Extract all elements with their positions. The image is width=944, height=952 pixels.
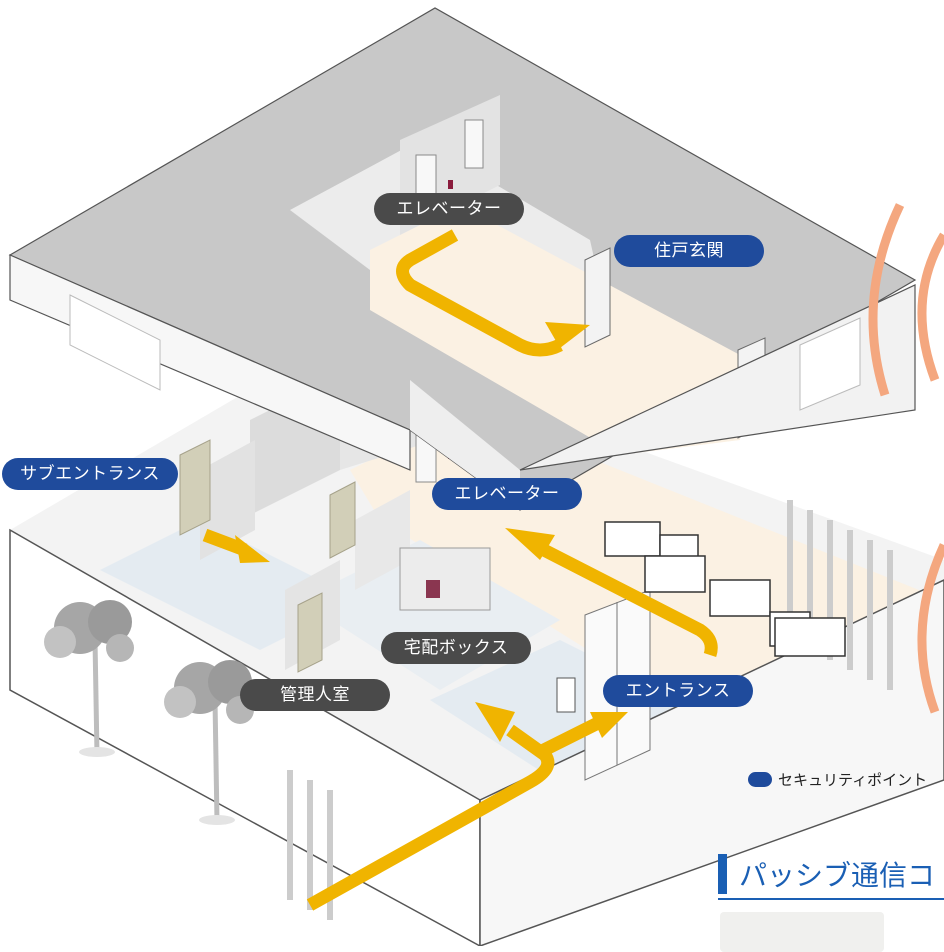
- security-point-dot-icon: [748, 771, 772, 787]
- label-manager-room: 管理人室: [240, 679, 390, 711]
- label-unit-entrance: 住戸玄関: [614, 235, 764, 267]
- label-delivery-box: 宅配ボックス: [381, 632, 531, 664]
- entrance-branch-arrow: [537, 716, 603, 758]
- label-elevator-upper: エレベーター: [374, 193, 524, 225]
- signal-arcs: [868, 203, 944, 714]
- sub-entrance-arrowhead: [235, 535, 270, 563]
- partition-b: [355, 490, 410, 590]
- legend: セキュリティポイント: [748, 768, 927, 790]
- upper-elevator-door-2: [464, 119, 484, 169]
- upper-signal-arc-2: [917, 232, 944, 382]
- trees: [44, 600, 254, 825]
- upper-arrowhead: [545, 322, 590, 348]
- legend-text: セキュリティポイント: [778, 770, 928, 789]
- content-card: [720, 912, 884, 952]
- delivery-lockers: [399, 547, 491, 611]
- upper-corner: [410, 380, 520, 510]
- partition-a: [200, 440, 255, 560]
- unit-entry-door: [584, 247, 611, 348]
- heading-underline: [718, 898, 944, 900]
- upper-route-arrow: [396, 229, 563, 357]
- section-heading-text: パッシブ通信コ: [739, 859, 936, 892]
- lower-signal-arc: [917, 543, 944, 714]
- sub-entrance-door: [179, 439, 211, 536]
- heading-bar: [718, 854, 727, 894]
- lobby-arrowhead: [505, 528, 555, 560]
- entrance-arrowhead: [475, 702, 515, 742]
- section-heading: パッシブ通信コ: [718, 852, 944, 900]
- lobby-route-arrow: [537, 542, 718, 658]
- room-door: [329, 481, 356, 559]
- manager-room-door: [297, 592, 323, 673]
- label-sub-entrance: サブエントランス: [2, 458, 178, 490]
- upper-windows: [69, 294, 861, 411]
- upper-front-wall-right: [519, 284, 916, 471]
- intercom-panel: [556, 677, 576, 713]
- delivery-locker-indicator: [426, 580, 440, 598]
- label-entrance: エントランス: [603, 675, 753, 707]
- lobby-sofas: [604, 521, 846, 657]
- upper-signal-arc-1: [868, 203, 905, 397]
- tree-left: [44, 600, 134, 757]
- upper-elevator-button: [448, 180, 453, 189]
- upper-front-wall-left: [9, 254, 411, 471]
- branch-arrowhead: [590, 712, 628, 738]
- upper-floor: [8, 7, 917, 511]
- tree-right: [164, 660, 254, 825]
- arrow-heads: [235, 322, 628, 742]
- label-elevator-lower: エレベーター: [432, 478, 582, 510]
